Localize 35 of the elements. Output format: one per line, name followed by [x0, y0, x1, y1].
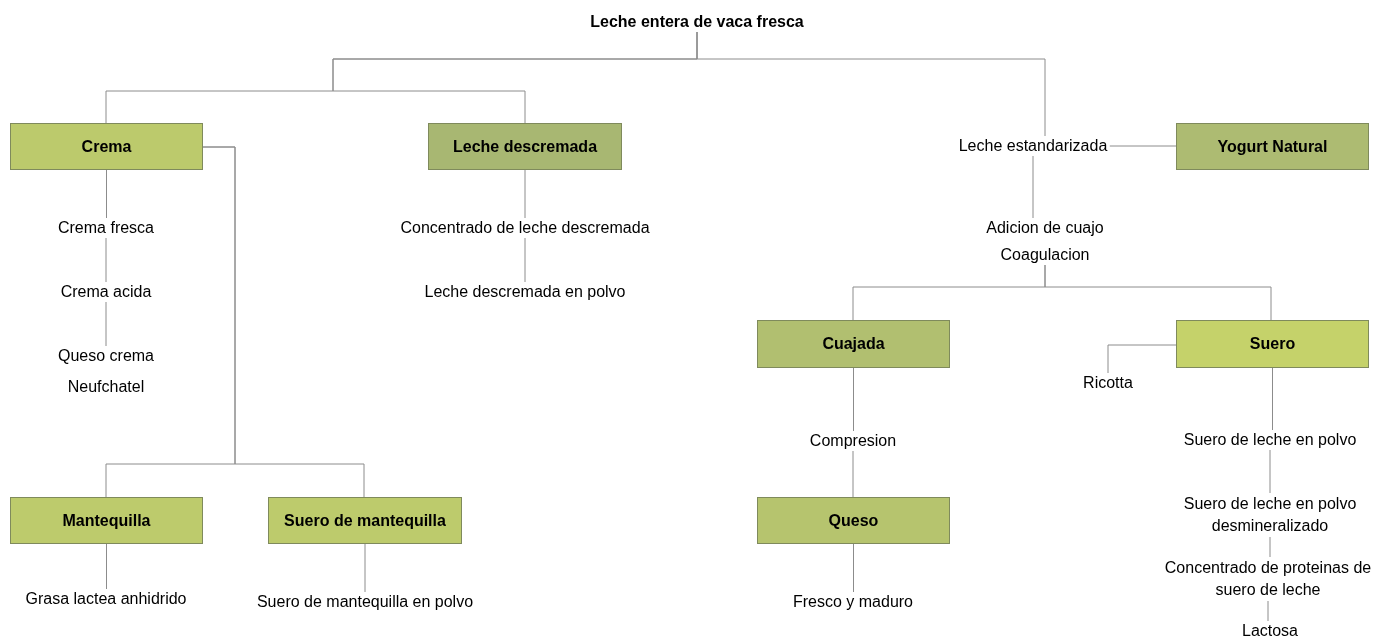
connector-line	[524, 237, 526, 283]
process-box: Queso	[757, 497, 950, 544]
node-label: Compresion	[807, 431, 899, 451]
connector-line	[364, 543, 366, 593]
node-label: Suero de leche en polvo	[1181, 430, 1359, 450]
connector-line	[1269, 536, 1271, 558]
connector-line	[202, 146, 365, 498]
connector-line	[852, 450, 854, 498]
process-box: Leche descremada	[428, 123, 622, 170]
connector-line	[853, 543, 854, 593]
connector-line	[1108, 145, 1177, 147]
connector-line	[524, 169, 526, 219]
connector-line	[853, 367, 854, 432]
connector-line	[1269, 449, 1271, 494]
process-box: Yogurt Natural	[1176, 123, 1369, 170]
node-label: Adicion de cuajo Coagulacion	[984, 218, 1106, 265]
connector-line	[106, 543, 107, 590]
connector-line	[1107, 344, 1177, 374]
process-box: Suero	[1176, 320, 1369, 368]
node-label: Suero de mantequilla en polvo	[254, 592, 476, 612]
connector-line	[105, 301, 107, 347]
process-box: Mantequilla	[10, 497, 203, 544]
connector-line	[105, 237, 107, 283]
process-box: Cuajada	[757, 320, 950, 368]
connector-line	[1272, 367, 1273, 431]
connector-line	[1044, 264, 1272, 321]
connector-line	[1032, 155, 1034, 219]
process-box: Suero de mantequilla	[268, 497, 462, 544]
connector-line	[1267, 600, 1269, 622]
node-label: Lactosa	[1240, 621, 1300, 639]
process-box: Crema	[10, 123, 203, 170]
node-label: Leche descremada en polvo	[422, 282, 628, 302]
node-label: Fresco y maduro	[791, 592, 915, 612]
connector-line	[696, 31, 1046, 137]
connector-line	[106, 169, 107, 219]
